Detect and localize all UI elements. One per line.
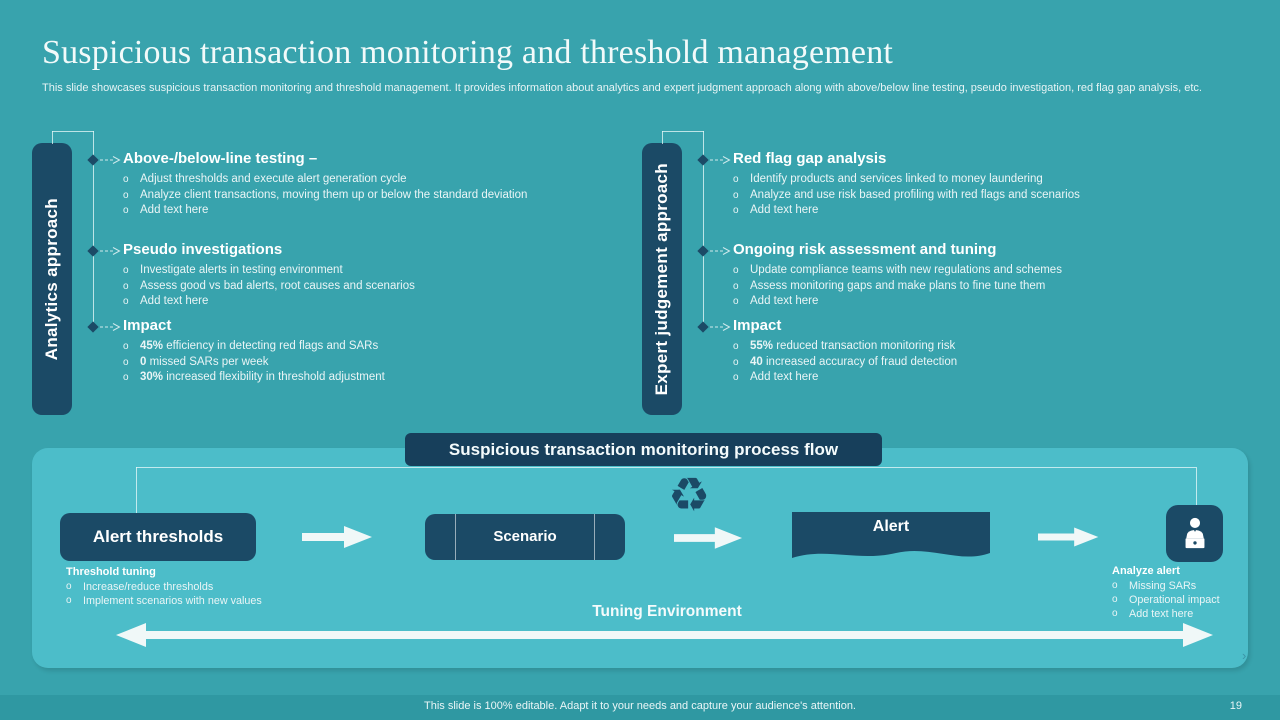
connector-line	[52, 131, 53, 144]
analytics-approach-label-box: Analytics approach	[32, 143, 72, 415]
section-heading: Ongoing risk assessment and tuning	[733, 241, 997, 258]
arrow-icon	[710, 247, 731, 255]
footer-bar: This slide is 100% editable. Adapt it to…	[0, 695, 1280, 720]
process-flow-title: Suspicious transaction monitoring proces…	[405, 433, 882, 466]
recycle-icon: ♻	[668, 468, 711, 523]
tuning-environment-double-arrow-icon	[116, 623, 1213, 647]
page-title: Suspicious transaction monitoring and th…	[42, 34, 894, 71]
section-heading: Impact	[123, 317, 172, 334]
diamond-arrow-marker	[87, 245, 121, 257]
slide-subtitle: This slide showcases suspicious transact…	[42, 82, 1202, 94]
diamond-icon	[87, 321, 99, 333]
connector-line	[662, 131, 704, 132]
footer-text: This slide is 100% editable. Adapt it to…	[424, 700, 856, 712]
expert-judgement-approach-label-box: Expert judgement approach	[642, 143, 682, 415]
connector-line	[662, 131, 663, 144]
connector-line	[52, 131, 94, 132]
node-alert-label: Alert	[872, 518, 910, 535]
segment-divider	[594, 514, 595, 560]
node-scenario: Scenario	[425, 514, 625, 560]
diamond-icon	[87, 154, 99, 166]
node-alert-thresholds: Alert thresholds	[60, 513, 256, 561]
segment-divider	[455, 514, 456, 560]
tuning-environment-label: Tuning Environment	[592, 603, 742, 620]
diamond-arrow-marker	[697, 154, 731, 166]
annotation-heading: Threshold tuning	[66, 566, 156, 578]
section-heading: Pseudo investigations	[123, 241, 283, 258]
connector-line	[1196, 467, 1197, 505]
analyst-at-desk-icon	[1166, 505, 1223, 562]
connector-line	[703, 131, 704, 327]
diamond-arrow-marker	[87, 154, 121, 166]
diamond-icon	[87, 245, 99, 257]
diamond-icon	[697, 245, 709, 257]
diamond-arrow-marker	[87, 321, 121, 333]
flow-arrow-icon	[674, 527, 743, 549]
arrow-icon	[710, 323, 731, 331]
connector-line	[136, 467, 1196, 468]
corner-mark: ›	[1242, 648, 1247, 663]
connector-line	[93, 131, 94, 327]
annotation-heading: Analyze alert	[1112, 565, 1180, 577]
arrow-icon	[100, 323, 121, 331]
diamond-arrow-marker	[697, 245, 731, 257]
analytics-approach-label: Analytics approach	[42, 197, 61, 361]
page-number: 19	[1229, 700, 1242, 712]
arrow-icon	[100, 156, 121, 164]
flow-arrow-icon	[302, 526, 372, 548]
flow-arrow-icon	[1038, 527, 1099, 547]
expert-judgement-approach-label: Expert judgement approach	[652, 162, 671, 396]
diamond-arrow-marker	[697, 321, 731, 333]
diamond-icon	[697, 321, 709, 333]
node-alert-wave-shape	[792, 512, 990, 558]
section-heading: Impact	[733, 317, 782, 334]
section-heading: Red flag gap analysis	[733, 150, 887, 167]
section-heading: Above-/below-line testing –	[123, 150, 318, 167]
diamond-icon	[697, 154, 709, 166]
arrow-icon	[100, 247, 121, 255]
connector-line	[136, 467, 137, 513]
arrow-icon	[710, 156, 731, 164]
